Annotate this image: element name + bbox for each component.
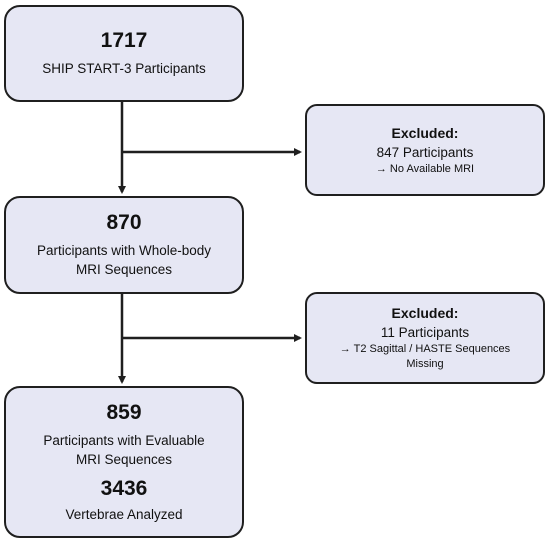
final-count: 859: [106, 400, 142, 424]
box-start-participants: 1717 SHIP START-3 Participants: [4, 5, 244, 102]
exclusion-2-title: Excluded:: [391, 305, 459, 321]
box-exclusion-1: Excluded: 847 Participants → No Availabl…: [305, 104, 545, 196]
vertebrae-count: 3436: [100, 476, 148, 500]
final-label-line1: Participants with Evaluable: [43, 432, 205, 448]
box-final-participants: 859 Participants with Evaluable MRI Sequ…: [4, 386, 244, 538]
exclusion-1-title: Excluded:: [391, 124, 459, 141]
start-count: 1717: [100, 29, 148, 52]
mid-label-line2: MRI Sequences: [75, 262, 173, 277]
mid-label-line1: Participants with Whole-body: [36, 243, 212, 258]
exclusion-2-count: 11 Participants: [380, 325, 470, 340]
start-label: SHIP START-3 Participants: [42, 61, 206, 76]
box-mid-participants: 870 Participants with Whole-body MRI Seq…: [4, 196, 244, 294]
mid-count: 870: [106, 211, 142, 234]
exclusion-2-reason-line1: → T2 Sagittal / HASTE Sequences: [339, 343, 511, 355]
exclusion-1-count: 847 Participants: [376, 144, 474, 160]
exclusion-2-reason-line2: Missing: [406, 358, 444, 370]
vertebrae-label: Vertebrae Analyzed: [65, 506, 183, 522]
exclusion-1-reason: → No Available MRI: [375, 162, 475, 175]
box-exclusion-2: Excluded: 11 Participants → T2 Sagittal …: [305, 292, 545, 384]
final-label-line2: MRI Sequences: [75, 451, 173, 467]
